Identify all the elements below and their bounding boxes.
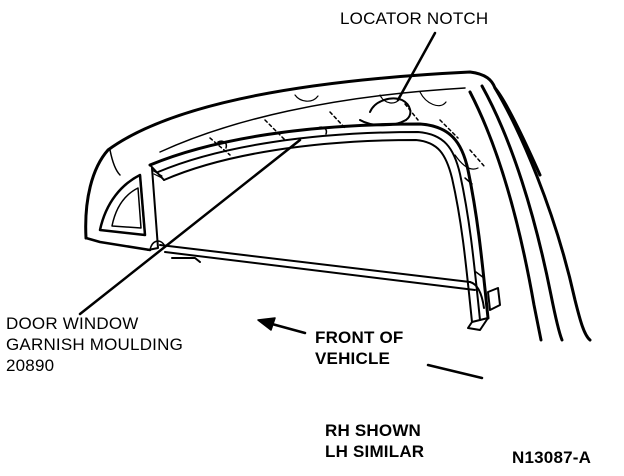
locator-notch <box>359 97 412 127</box>
front-arrow <box>257 317 484 380</box>
door-frame-outline <box>84 70 592 342</box>
front-of-vehicle-label-line1: FRONT OF <box>315 328 404 347</box>
front-of-vehicle-label-line2: VEHICLE <box>315 349 391 368</box>
rh-shown-note: RH SHOWN <box>325 421 422 440</box>
leader-lines <box>78 31 437 316</box>
locator-notch-label: LOCATOR NOTCH <box>340 9 489 28</box>
belt-line <box>159 244 485 309</box>
moulding-label-line2: GARNISH MOULDING <box>6 335 183 354</box>
lh-similar-note: LH SIMILAR <box>325 442 425 461</box>
figure-id: N13087-A <box>512 448 592 467</box>
garnish-moulding <box>148 122 490 323</box>
locator-notch-leader <box>396 31 437 102</box>
moulding-leader <box>78 138 302 316</box>
b-pillar-bracket <box>467 287 501 331</box>
vent-window <box>84 167 166 252</box>
front-arrow-head <box>257 317 276 331</box>
moulding-part-number: 20890 <box>6 356 55 375</box>
moulding-label-line1: DOOR WINDOW <box>6 314 139 333</box>
front-arrow-tail <box>426 363 484 380</box>
